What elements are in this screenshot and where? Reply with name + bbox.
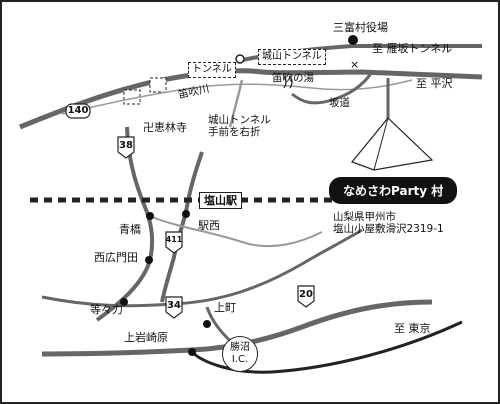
route-20-number: 20 bbox=[299, 289, 313, 300]
to-tokyo-label: 至 東京 bbox=[394, 322, 431, 335]
fuefuki-river-line bbox=[61, 79, 413, 115]
route-34-number: 34 bbox=[167, 300, 181, 311]
sakamichi-road bbox=[291, 71, 374, 105]
enzan-station-label: 塩山駅 bbox=[199, 192, 242, 209]
kamicho-label: 上町 bbox=[214, 301, 236, 314]
katsunuma-ic-label: 勝沼 I.C. bbox=[222, 336, 258, 372]
sakamichi-label: 坂道 bbox=[329, 97, 350, 109]
hot-spring-icon bbox=[283, 75, 293, 89]
nishi-hiromonden-label: 西広門田 bbox=[94, 251, 138, 264]
to-hirasawa-label: 至 平沢 bbox=[416, 77, 453, 90]
turn-point-marker bbox=[235, 54, 245, 64]
erin-temple-label: 卍恵林寺 bbox=[143, 121, 187, 134]
kamicho-intersection bbox=[203, 320, 211, 328]
tunnel-right-label: 城山トンネル bbox=[258, 49, 326, 65]
nishi-hiromonden-intersection bbox=[145, 256, 153, 264]
fuefuki-no-yu-label: 笛吹の湯 bbox=[272, 72, 314, 84]
turn-instruction-label: 城山トンネル 手前を右折 bbox=[208, 114, 271, 139]
kami-iwasakihara-label: 上岩崎原 bbox=[124, 331, 168, 344]
route-140-shield bbox=[65, 103, 91, 119]
venue-label: なめさわParty 村 bbox=[329, 177, 458, 204]
lower-loop-road bbox=[190, 320, 463, 374]
todoroki-label: 等々力 bbox=[90, 303, 123, 316]
todoroki-intersection bbox=[120, 298, 128, 306]
city-hall-label: 三富村役場 bbox=[333, 21, 388, 34]
route-38-shield bbox=[117, 136, 135, 159]
turn-road bbox=[228, 79, 244, 128]
route-140-number: 140 bbox=[67, 105, 89, 116]
route-411-number: 411 bbox=[165, 235, 183, 244]
ekinishi-label: 駅西 bbox=[198, 219, 220, 232]
aohashi-intersection bbox=[146, 212, 154, 220]
aohashi-label: 青橋 bbox=[119, 223, 141, 236]
route-411-shield bbox=[165, 231, 183, 254]
city-hall-marker bbox=[348, 35, 358, 45]
ekinishi-road bbox=[151, 216, 323, 248]
route-34-road bbox=[41, 228, 363, 308]
tunnel-section-2 bbox=[149, 77, 167, 93]
route-140-road bbox=[19, 68, 483, 130]
route-38-number: 38 bbox=[119, 140, 133, 151]
school-icon: × bbox=[350, 58, 359, 71]
route-38-road bbox=[95, 126, 155, 322]
venue-tent-icon bbox=[350, 117, 434, 171]
to-karisaka-label: 至 雁坂トンネル bbox=[372, 42, 453, 55]
route-34-shield bbox=[165, 296, 183, 319]
kami-iwasakihara-intersection bbox=[188, 348, 196, 356]
route-20-shield bbox=[297, 285, 315, 308]
venue-address: 山梨県甲州市 塩山小屋敷滑沢2319-1 bbox=[333, 211, 444, 236]
ekinishi-intersection bbox=[182, 210, 190, 218]
tunnel-left-label: トンネル bbox=[188, 62, 236, 78]
